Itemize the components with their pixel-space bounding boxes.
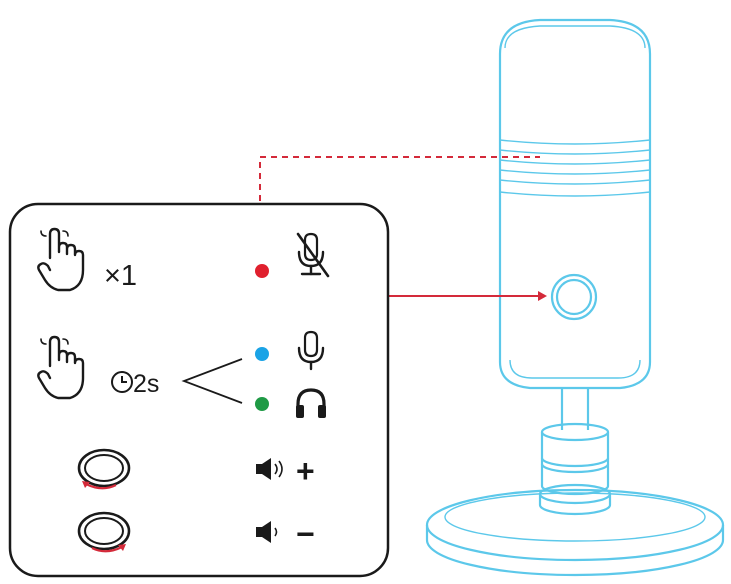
knob-rotate-ccw-icon — [77, 448, 131, 490]
mic-grille-lines — [499, 139, 651, 197]
timer-icon — [111, 371, 133, 393]
knob-rotate-cw-icon — [77, 511, 131, 553]
controls-panel — [8, 202, 390, 578]
hand-tap-icon — [37, 227, 85, 292]
mic-muted-icon — [296, 232, 330, 278]
hand-hold-icon — [37, 335, 85, 400]
mic-body — [498, 18, 652, 390]
mic-stand-collar — [540, 388, 610, 496]
mic-mode-indicator-dot — [255, 347, 269, 361]
mute-indicator-connector — [259, 156, 540, 245]
microphone-illustration — [425, 18, 725, 577]
volume-up-sign: + — [296, 453, 315, 489]
press-multiplier-text: ×1 — [104, 260, 137, 292]
microphone-icon — [297, 330, 325, 371]
hold-branch-lines — [181, 358, 243, 404]
mute-indicator-dot — [255, 264, 269, 278]
speaker-quiet-icon — [256, 521, 278, 543]
mic-base — [425, 483, 725, 577]
speaker-loud-icon — [256, 458, 283, 480]
knob-connector-arrow — [538, 291, 547, 301]
connector-lines — [259, 156, 547, 301]
rotate-down-row: − — [77, 511, 315, 553]
press-once-row: ×1 — [37, 227, 330, 292]
headphones-icon — [296, 388, 326, 418]
monitor-mode-indicator-dot — [255, 397, 269, 411]
rotate-up-row: + — [77, 448, 315, 490]
hold-duration-text: 2s — [133, 370, 159, 398]
press-hold-row: 2s — [37, 330, 326, 418]
volume-down-sign: − — [296, 516, 315, 552]
mic-control-knob — [550, 273, 598, 321]
